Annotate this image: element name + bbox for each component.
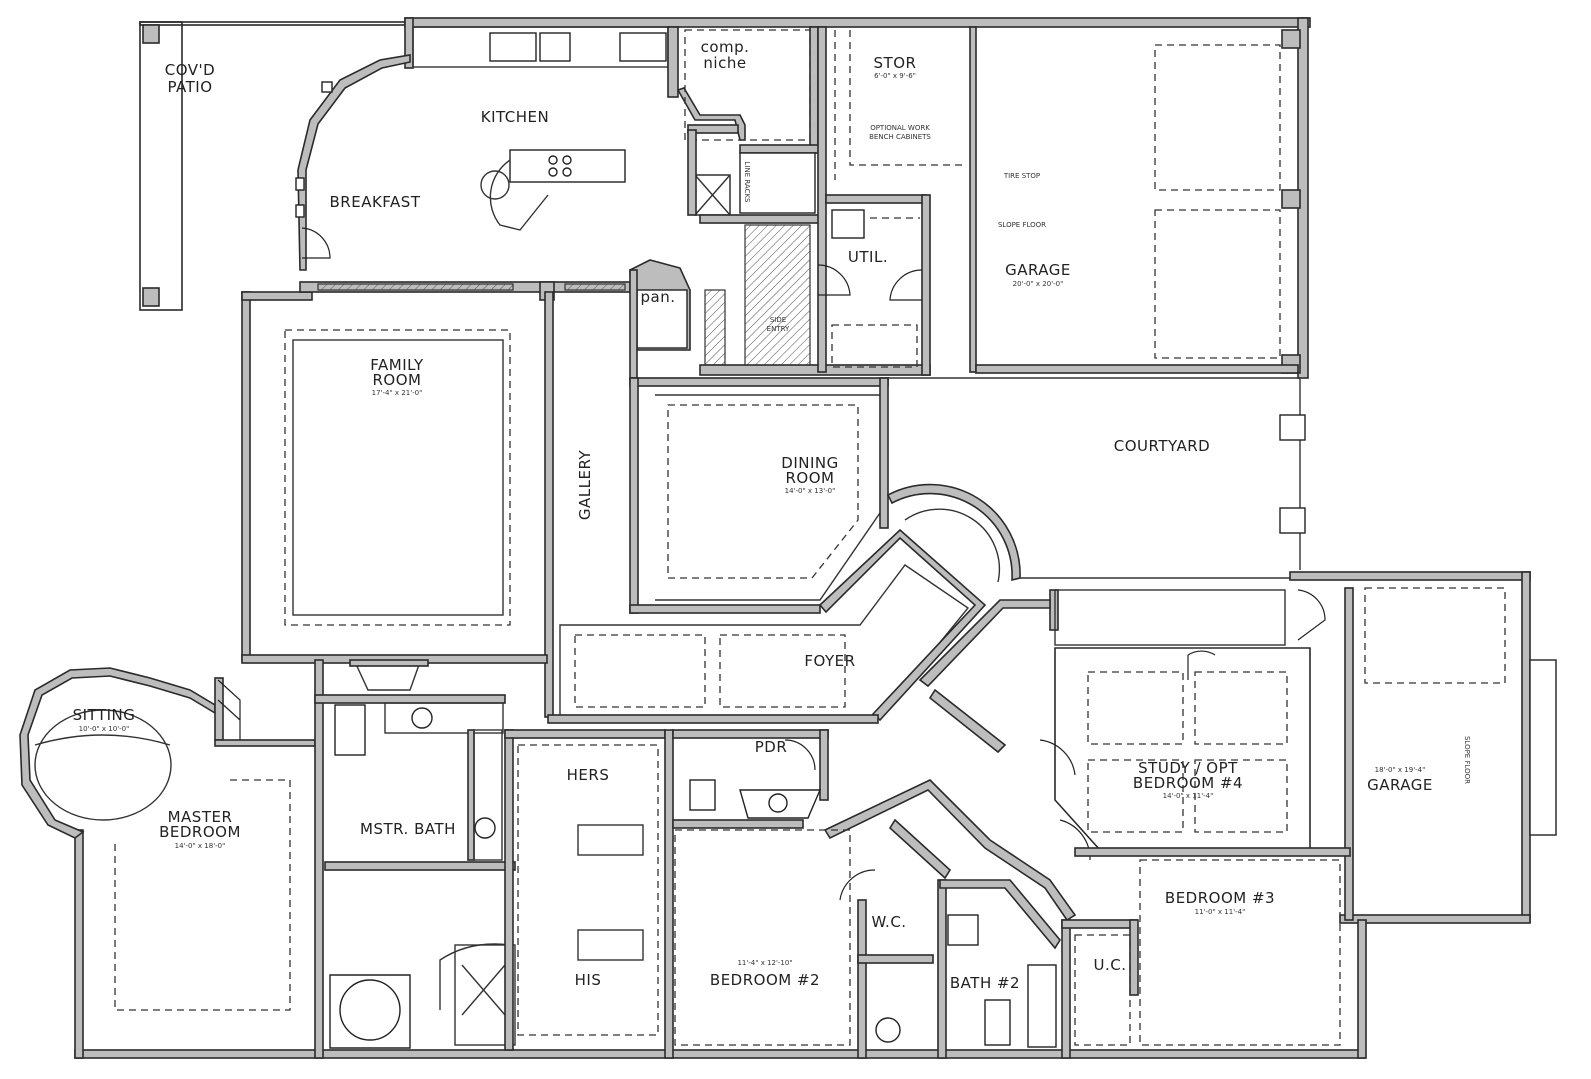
labels: COV'D PATIO KITCHEN comp. niche STOR 6'-… xyxy=(73,38,1471,992)
side-entry-label-1: SIDE xyxy=(770,316,786,324)
bedrooms-area xyxy=(674,779,1351,1059)
garage-main-dim-label: 20'-0" x 20'-0" xyxy=(1013,280,1064,288)
gallery-label: GALLERY xyxy=(576,450,594,521)
util-label: UTIL. xyxy=(848,248,888,266)
exterior-walls xyxy=(19,17,1557,1059)
dining-room-label-2: ROOM xyxy=(786,469,835,487)
sitting-dim-label: 10'-0" x 10'-0" xyxy=(79,725,130,733)
family-room-dim-label: 17'-4" x 21'-0" xyxy=(372,389,423,397)
comp-niche-area xyxy=(629,26,931,381)
sitting-label: SITTING xyxy=(73,706,136,724)
master-bedroom-label-2: BEDROOM xyxy=(159,823,241,841)
bedroom3-dim-label: 11'-0" x 11'-4" xyxy=(1195,908,1246,916)
line-racks-label: LINE RACKS xyxy=(743,161,751,203)
garage-side-label: GARAGE xyxy=(1367,776,1433,794)
svg-text:PATIO: PATIO xyxy=(167,78,212,96)
study-dim-label: 14'-0" x 11'-4" xyxy=(1163,792,1214,800)
garage-main-area xyxy=(975,44,1299,374)
garage-side-area xyxy=(1297,587,1506,921)
study-label-1: STUDY / OPT xyxy=(1138,759,1238,777)
stor-label: STOR xyxy=(874,54,917,72)
bedroom2-label: BEDROOM #2 xyxy=(710,971,820,989)
wc-label: W.C. xyxy=(871,913,906,931)
pdr-label: PDR xyxy=(755,738,788,756)
closets-area xyxy=(504,729,674,1059)
bath2-label: BATH #2 xyxy=(950,974,1020,992)
stor-note-1: OPTIONAL WORK xyxy=(870,124,930,132)
mstr-bath-label: MSTR. BATH xyxy=(360,820,456,838)
foyer-area xyxy=(547,528,987,724)
kitchen-label: KITCHEN xyxy=(481,108,550,126)
comp-niche-label-2: niche xyxy=(703,54,746,72)
garage-main-label: GARAGE xyxy=(1005,261,1071,279)
dining-room-label-1: DINING xyxy=(781,454,838,472)
breakfast-label: BREAKFAST xyxy=(330,193,421,211)
study-area xyxy=(918,589,1311,851)
uc-label: U.C. xyxy=(1094,956,1127,974)
pan-label: pan. xyxy=(641,288,676,306)
dining-room-dim-label: 14'-0" x 13'-0" xyxy=(785,487,836,495)
master-bedroom-label-1: MASTER xyxy=(168,808,233,826)
garage-side-dim-label: 18'-0" x 19'-4" xyxy=(1375,766,1426,774)
comp-niche-label-1: comp. xyxy=(701,38,750,56)
stor-dim-label: 6'-0" x 9'-6" xyxy=(874,72,916,80)
courtyard-label: COURTYARD xyxy=(1114,437,1211,455)
bedroom3-label: BEDROOM #3 xyxy=(1165,889,1275,907)
slope-floor-label: SLOPE FLOOR xyxy=(998,221,1046,229)
svg-text:COV'D: COV'D xyxy=(165,61,215,79)
study-label-2: BEDROOM #4 xyxy=(1133,774,1243,792)
side-entry-label-2: ENTRY xyxy=(767,325,790,333)
bedroom2-dim-label: 11'-4" x 12'-10" xyxy=(737,959,792,967)
garage-side-slope-label: SLOPE FLOOR xyxy=(1463,736,1471,784)
stor-util-area xyxy=(817,26,977,376)
his-label: HIS xyxy=(575,971,602,989)
tire-stop-label: TIRE STOP xyxy=(1003,172,1040,180)
gallery-dining-area xyxy=(629,377,1021,614)
master-suite-area xyxy=(34,659,516,1059)
covd-patio-label-1: COV'D xyxy=(165,61,215,79)
family-room-label-1: FAMILY xyxy=(370,356,424,374)
master-bedroom-dim-label: 14'-0" x 18'-0" xyxy=(175,842,226,850)
family-room-label-2: ROOM xyxy=(373,371,422,389)
covd-patio-label-2: PATIO xyxy=(167,78,212,96)
stor-note-2: BENCH CABINETS xyxy=(869,133,931,141)
hers-label: HERS xyxy=(567,766,610,784)
kitchen-area xyxy=(295,26,679,301)
pdr-area xyxy=(672,729,829,829)
foyer-label: FOYER xyxy=(804,652,855,670)
